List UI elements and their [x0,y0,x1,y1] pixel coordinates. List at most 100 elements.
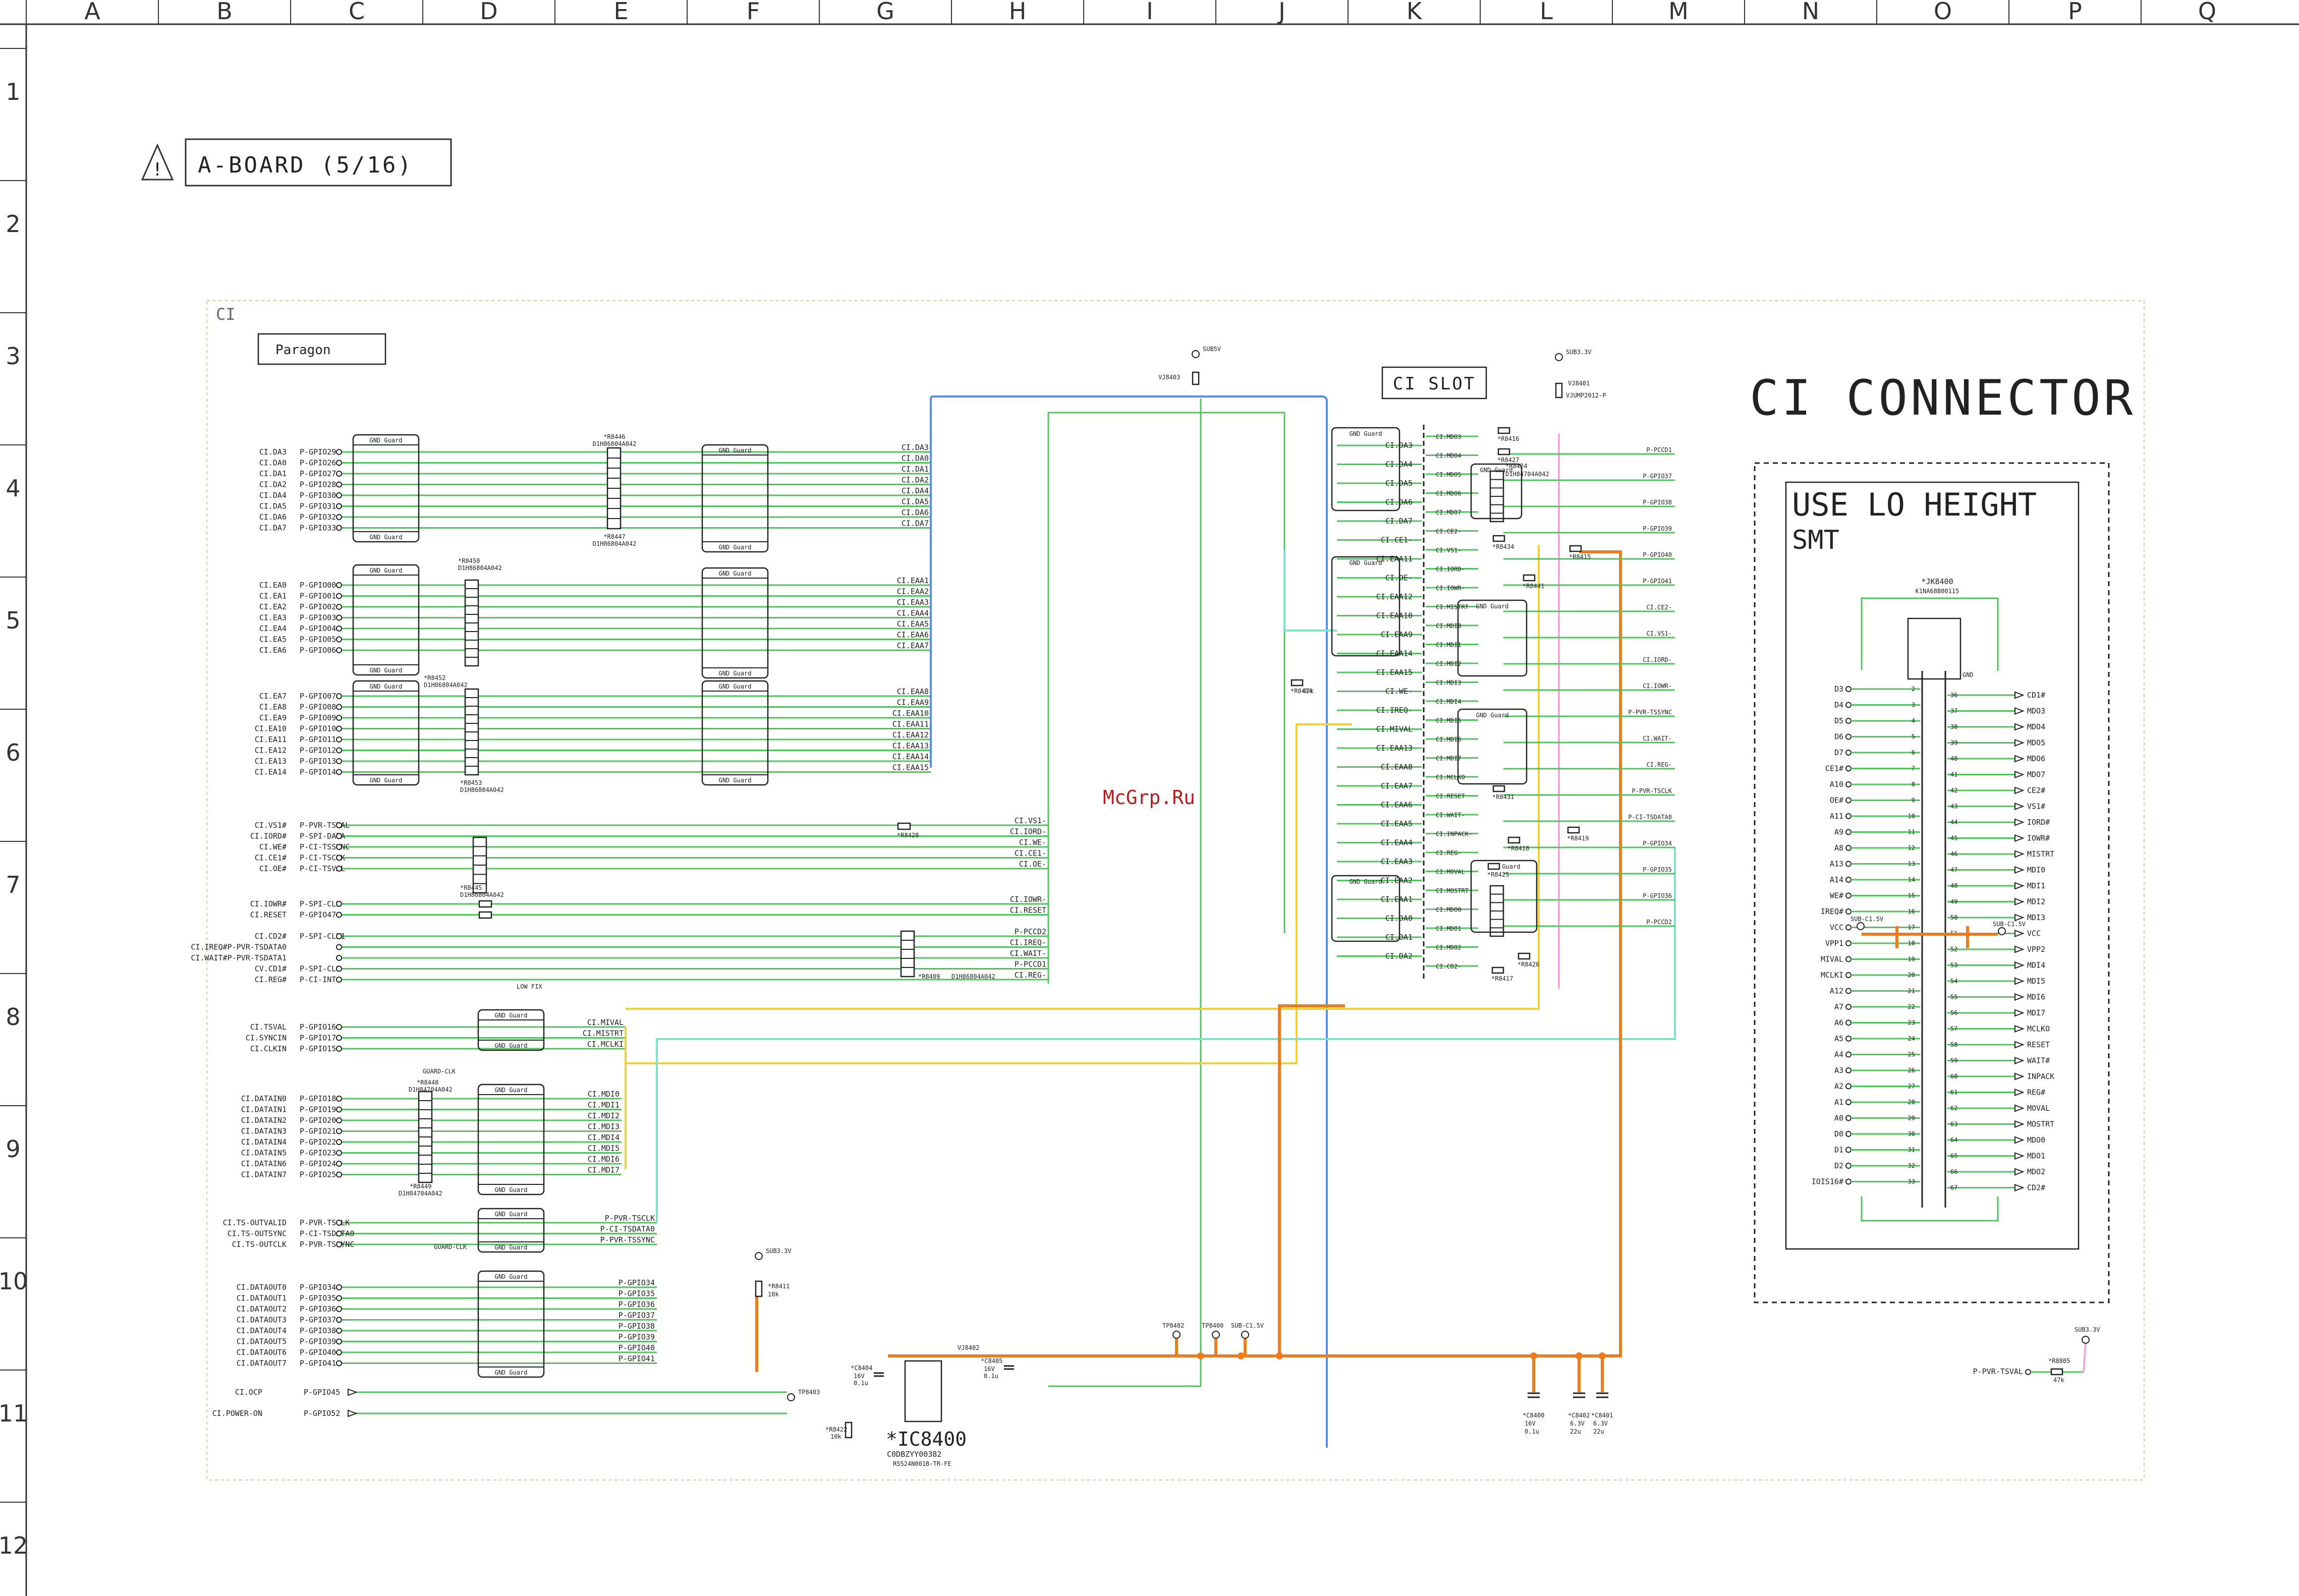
component-value: 0.1u [854,1380,868,1387]
connector-right-pin: MDI1 [2027,881,2045,890]
slot-right-net: CI.MDO3 [1436,433,1462,440]
slot-left-net: CI.EAA13 [1376,744,1413,753]
cyan-link [1283,550,1337,632]
ic-part: C0DBZYY00382 [887,1450,941,1459]
component-part: D1H86804A042 [460,786,504,793]
component-value: 10k [768,1291,779,1298]
column-label: K [1407,0,1423,25]
gnd-guard-label: GND Guard [1476,712,1508,719]
gpio-label: P-GPIO24 [300,1159,336,1168]
net-label: CI.DA4 [902,486,929,495]
connector-left-pin: MIVAL [1821,955,1843,964]
net-terminal [336,647,342,653]
component-ref: *R8450 [458,557,480,564]
output-arrow [2014,739,2025,747]
slot-left-net: CI.EAA1 [1381,895,1413,904]
net-label: P-GPIO38 [619,1322,655,1331]
connector-right-pin: MDI7 [2027,1008,2045,1017]
resistor [1497,427,1510,434]
connector-pin-num: 2 [1912,686,1915,693]
net-label: CI.MCLKI [587,1040,624,1049]
component-ref: *R8422 [825,1426,847,1433]
connector-left-pin: A8 [1834,843,1843,852]
connector-right-pin: IORD# [2027,818,2050,827]
component-ref: *R8416 [1497,435,1519,442]
connector-pin-num: 57 [1950,1025,1957,1033]
net-terminal [336,1046,342,1052]
ci-signal-label: CI.POWER-ON [212,1409,262,1418]
slot-output-net: P-GPIO41 [1643,578,1672,585]
connector-left-pin: D2 [1834,1161,1843,1170]
slot-output-net: CI.VS1- [1646,630,1672,637]
net-terminal [1845,1083,1852,1090]
slot-right-net: CI.MDO7 [1436,509,1462,516]
ci-signal-label: CI.DATAIN2 [241,1116,287,1125]
component-ref: *R8415 [1569,553,1591,560]
ci-block-label: CI [216,305,236,324]
net-terminal [1845,972,1852,978]
net-label: CI.MDI1 [588,1101,620,1110]
column-label: I [1146,0,1153,25]
column-label: A [84,0,100,25]
row-label: 2 [6,210,20,238]
net-terminal [1845,1115,1852,1121]
net-terminal [336,593,342,599]
net-terminal [1845,702,1852,708]
supply-terminal [1857,922,1865,930]
connector-pin-num: 61 [1950,1089,1957,1096]
row-label: 8 [6,1003,20,1031]
gnd-guard-label: GND Guard [1349,878,1382,885]
net-terminal [336,525,342,531]
gpio-label: P-GPIO30 [300,491,336,500]
connector-body [1907,617,1961,680]
connector-pin-num: 43 [1950,803,1957,810]
net-terminal [1845,892,1852,899]
ci-signal-label: CI.DA3 [259,447,287,457]
net-terminal [336,1096,342,1102]
slot-output-net: P-GPIO37 [1643,473,1672,480]
connector-right-pin: MDO2 [2027,1167,2045,1176]
ic-part2: R5524N001B-TR-FE [893,1460,951,1467]
net-label: CI.WAIT- [1010,949,1046,958]
ci-signal-label: CI.DATAIN5 [241,1149,287,1158]
ci-signal-label: CI.DATAOUT7 [237,1359,287,1368]
gnd-guard-label: GND Guard [369,437,402,444]
gpio-label: P-GPIO14 [300,768,336,777]
resistor [2050,1368,2063,1376]
net-label: CI.EAA9 [897,698,929,707]
net-terminal [336,833,342,839]
ci-signal-label: CI.CD2# [255,932,287,941]
row-label: 4 [6,475,20,502]
output-arrow [2014,898,2025,905]
component-value: 6.3V [1570,1420,1585,1427]
connector-pin-num: 11 [1908,829,1915,836]
component-ref: *R8409 [918,973,940,980]
ci-signal-label: CI.DATAOUT3 [237,1316,287,1325]
connector-right-pin: MDO5 [2027,738,2045,748]
ci-signal-label: CI.DATAIN7 [241,1170,287,1179]
ci-signal-label: CI.WAIT#P-PVR-TSDATA1 [191,953,287,962]
gpio-label: P-GPIO47 [300,910,336,920]
component-ref: *R8427 [1497,457,1519,464]
component-ref: *R8414 [1291,688,1312,695]
gnd-guard-label: GND Guard [494,1012,527,1019]
connector-pin-num: 38 [1950,723,1957,730]
net-label: CI.REG- [1015,971,1046,980]
slot-right-net: CI.MDI5 [1436,717,1462,724]
low-fix-label: LOW FIX [517,983,542,990]
connector-pin-num: 21 [1908,988,1915,995]
net-terminal [336,614,342,621]
component-ref: *R8411 [768,1283,790,1290]
component-ref: *R8426 [1518,961,1539,968]
connector-pin-num: 28 [1908,1099,1915,1106]
wires-layer [342,395,1676,1448]
ci-signal-label: CI.DA0 [259,459,287,468]
output-arrow [2014,1184,2025,1191]
connector-right-pin: MDI2 [2027,897,2045,906]
ci-signal-label: CI.DATAOUT2 [237,1304,287,1314]
connector-left-pin: A12 [1830,987,1843,996]
connector-left-pin: D3 [1834,685,1843,694]
resistor [1569,545,1582,552]
column-label: C [349,0,365,25]
jumper [1192,371,1200,385]
